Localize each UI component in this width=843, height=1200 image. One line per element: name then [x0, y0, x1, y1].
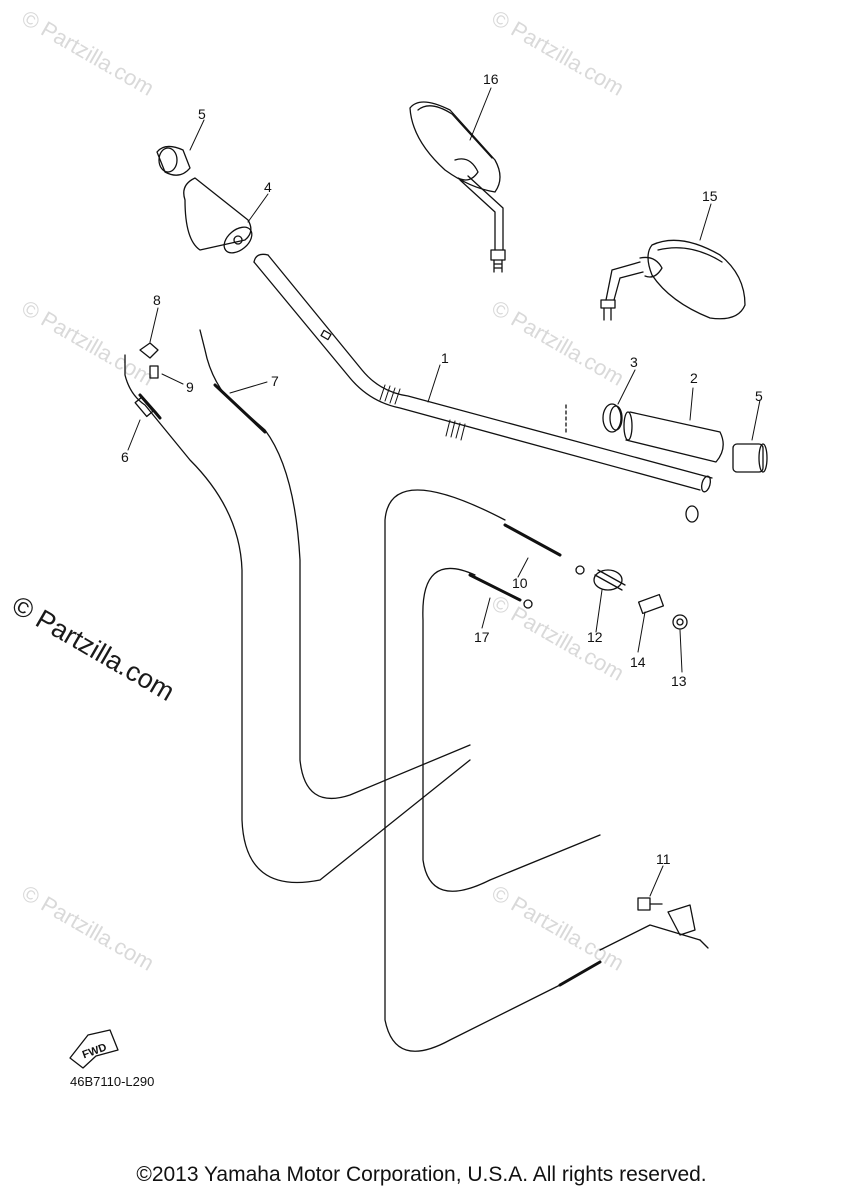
adjuster-sleeve[interactable]: [593, 569, 626, 591]
callout-5-left: 5: [198, 106, 206, 122]
mirror-right[interactable]: [600, 239, 746, 321]
callout-12: 12: [587, 629, 603, 645]
fwd-label: FWD: [81, 1041, 109, 1061]
callout-17: 17: [474, 629, 490, 645]
lock-nut[interactable]: [672, 614, 688, 630]
callout-1: 1: [441, 350, 449, 366]
grip-end-left[interactable]: [156, 145, 191, 176]
callout-8: 8: [153, 292, 161, 308]
callout-3: 3: [630, 354, 638, 370]
callout-10: 10: [512, 575, 528, 591]
callout-15: 15: [702, 188, 718, 204]
bracket-bolt[interactable]: [637, 897, 663, 911]
adjuster-bolt[interactable]: [637, 593, 665, 615]
grip-ring[interactable]: [602, 403, 623, 433]
clutch-cable[interactable]: [384, 489, 585, 1052]
cable-holder[interactable]: [139, 342, 159, 359]
callout-13: 13: [671, 673, 687, 689]
fwd-arrow: [69, 1029, 119, 1069]
callout-11: 11: [656, 851, 671, 867]
handlebar[interactable]: [253, 253, 713, 523]
grip-left[interactable]: [565, 404, 724, 463]
throttle-grip[interactable]: [183, 177, 257, 258]
copyright-notice: ©2013 Yamaha Motor Corporation, U.S.A. A…: [136, 1163, 707, 1186]
callout-2: 2: [690, 370, 698, 386]
callout-5-right: 5: [755, 388, 763, 404]
callout-7: 7: [271, 373, 279, 389]
callout-6: 6: [121, 449, 129, 465]
callout-16: 16: [483, 71, 499, 87]
mirror-left[interactable]: [409, 101, 506, 273]
throttle-cable-1[interactable]: [124, 354, 471, 884]
holder-screw[interactable]: [149, 365, 159, 379]
drawing-code: 46B7110-L290: [70, 1074, 155, 1089]
callout-9: 9: [186, 379, 194, 395]
throttle-cable-2[interactable]: [199, 329, 471, 800]
cable-bracket[interactable]: [558, 904, 709, 987]
callout-4: 4: [264, 179, 272, 195]
callout-14: 14: [630, 654, 646, 670]
grip-end-right[interactable]: [732, 443, 768, 473]
leader-lines: [127, 87, 761, 897]
cable-17[interactable]: [422, 567, 601, 892]
